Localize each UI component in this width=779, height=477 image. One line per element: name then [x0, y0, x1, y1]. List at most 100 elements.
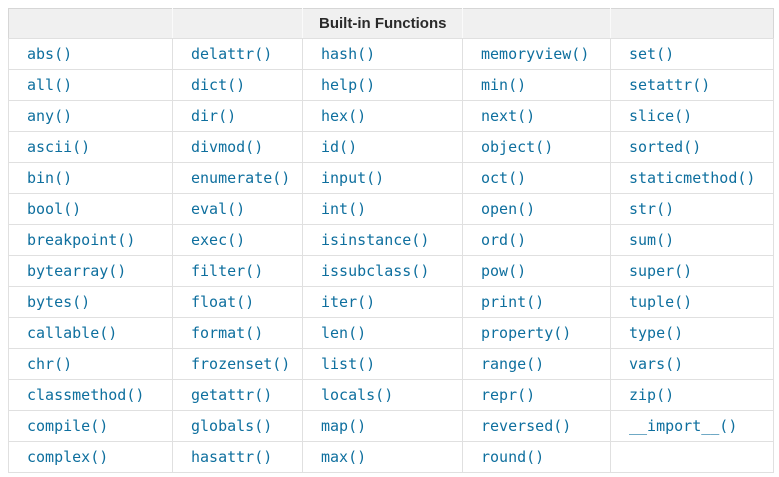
- function-cell: bin(): [8, 162, 173, 194]
- function-link[interactable]: zip(): [629, 385, 675, 404]
- function-cell: oct(): [462, 162, 611, 194]
- function-link[interactable]: open(): [481, 199, 536, 218]
- function-link[interactable]: property(): [481, 323, 572, 342]
- function-link[interactable]: bytes(): [27, 292, 91, 311]
- function-link[interactable]: ord(): [481, 230, 527, 249]
- function-link[interactable]: callable(): [27, 323, 118, 342]
- function-link[interactable]: hex(): [321, 106, 367, 125]
- function-cell: callable(): [8, 317, 173, 349]
- function-link[interactable]: isinstance(): [321, 230, 430, 249]
- function-link[interactable]: max(): [321, 447, 367, 466]
- function-cell: breakpoint(): [8, 224, 173, 256]
- function-link[interactable]: divmod(): [191, 137, 264, 156]
- function-link[interactable]: int(): [321, 199, 367, 218]
- function-link[interactable]: range(): [481, 354, 545, 373]
- function-link[interactable]: delattr(): [191, 44, 273, 63]
- function-link[interactable]: frozenset(): [191, 354, 291, 373]
- function-link[interactable]: breakpoint(): [27, 230, 136, 249]
- function-link[interactable]: bytearray(): [27, 261, 127, 280]
- table-row: callable() format() len() property() type(): [8, 317, 774, 349]
- function-link[interactable]: sorted(): [629, 137, 702, 156]
- function-link[interactable]: next(): [481, 106, 536, 125]
- function-link[interactable]: repr(): [481, 385, 536, 404]
- function-cell: ascii(): [8, 131, 173, 163]
- function-cell: issubclass(): [302, 255, 463, 287]
- function-link[interactable]: round(): [481, 447, 545, 466]
- function-link[interactable]: oct(): [481, 168, 527, 187]
- function-link[interactable]: iter(): [321, 292, 376, 311]
- function-link[interactable]: sum(): [629, 230, 675, 249]
- function-link[interactable]: __import__(): [629, 416, 738, 435]
- table-row: bytearray() filter() issubclass() pow() supe…: [8, 255, 774, 287]
- function-link[interactable]: compile(): [27, 416, 109, 435]
- table-row: complex() hasattr() max() round(): [8, 441, 774, 473]
- function-cell: memoryview(): [462, 38, 611, 70]
- function-link[interactable]: format(): [191, 323, 264, 342]
- function-link[interactable]: set(): [629, 44, 675, 63]
- function-cell: max(): [302, 441, 463, 473]
- header-cell-empty-4: [462, 8, 611, 39]
- header-cell-empty-1: [8, 8, 173, 39]
- function-link[interactable]: ascii(): [27, 137, 91, 156]
- function-link[interactable]: hash(): [321, 44, 376, 63]
- function-link[interactable]: chr(): [27, 354, 73, 373]
- table-row: ascii() divmod() id() object() sorted(): [8, 131, 774, 163]
- function-link[interactable]: dir(): [191, 106, 237, 125]
- function-link[interactable]: bool(): [27, 199, 82, 218]
- function-link[interactable]: float(): [191, 292, 255, 311]
- function-link[interactable]: type(): [629, 323, 684, 342]
- table-row: bin() enumerate() input() oct() staticmethod…: [8, 162, 774, 194]
- function-link[interactable]: reversed(): [481, 416, 572, 435]
- function-link[interactable]: list(): [321, 354, 376, 373]
- function-link[interactable]: bin(): [27, 168, 73, 187]
- function-cell: abs(): [8, 38, 173, 70]
- function-link[interactable]: dict(): [191, 75, 246, 94]
- table-row: bool() eval() int() open() str(): [8, 193, 774, 225]
- function-link[interactable]: id(): [321, 137, 358, 156]
- function-link[interactable]: slice(): [629, 106, 693, 125]
- function-link[interactable]: abs(): [27, 44, 73, 63]
- function-link[interactable]: setattr(): [629, 75, 711, 94]
- header-cell-empty-2: [172, 8, 303, 39]
- function-link[interactable]: issubclass(): [321, 261, 430, 280]
- table-title: Built-in Functions: [302, 8, 463, 39]
- table-row: all() dict() help() min() setattr(): [8, 69, 774, 101]
- function-link[interactable]: map(): [321, 416, 367, 435]
- function-link[interactable]: enumerate(): [191, 168, 291, 187]
- function-link[interactable]: str(): [629, 199, 675, 218]
- function-link[interactable]: pow(): [481, 261, 527, 280]
- function-cell: frozenset(): [172, 348, 303, 380]
- function-link[interactable]: complex(): [27, 447, 109, 466]
- function-link[interactable]: vars(): [629, 354, 684, 373]
- function-cell: print(): [462, 286, 611, 318]
- empty-cell: [610, 441, 774, 473]
- table-row: compile() globals() map() reversed() __impor…: [8, 410, 774, 442]
- function-link[interactable]: staticmethod(): [629, 168, 756, 187]
- function-link[interactable]: print(): [481, 292, 545, 311]
- function-link[interactable]: super(): [629, 261, 693, 280]
- function-link[interactable]: globals(): [191, 416, 273, 435]
- function-cell: slice(): [610, 100, 774, 132]
- function-link[interactable]: all(): [27, 75, 73, 94]
- function-link[interactable]: min(): [481, 75, 527, 94]
- table-header: Built-in Functions: [8, 8, 774, 39]
- function-cell: help(): [302, 69, 463, 101]
- function-cell: dir(): [172, 100, 303, 132]
- function-link[interactable]: tuple(): [629, 292, 693, 311]
- function-link[interactable]: locals(): [321, 385, 394, 404]
- function-link[interactable]: memoryview(): [481, 44, 590, 63]
- function-link[interactable]: classmethod(): [27, 385, 145, 404]
- table-row: breakpoint() exec() isinstance() ord() sum(): [8, 224, 774, 256]
- function-link[interactable]: input(): [321, 168, 385, 187]
- function-link[interactable]: getattr(): [191, 385, 273, 404]
- function-link[interactable]: eval(): [191, 199, 246, 218]
- function-link[interactable]: any(): [27, 106, 73, 125]
- function-link[interactable]: exec(): [191, 230, 246, 249]
- function-link[interactable]: help(): [321, 75, 376, 94]
- function-cell: pow(): [462, 255, 611, 287]
- function-link[interactable]: len(): [321, 323, 367, 342]
- function-link[interactable]: hasattr(): [191, 447, 273, 466]
- function-cell: eval(): [172, 193, 303, 225]
- function-link[interactable]: filter(): [191, 261, 264, 280]
- function-link[interactable]: object(): [481, 137, 554, 156]
